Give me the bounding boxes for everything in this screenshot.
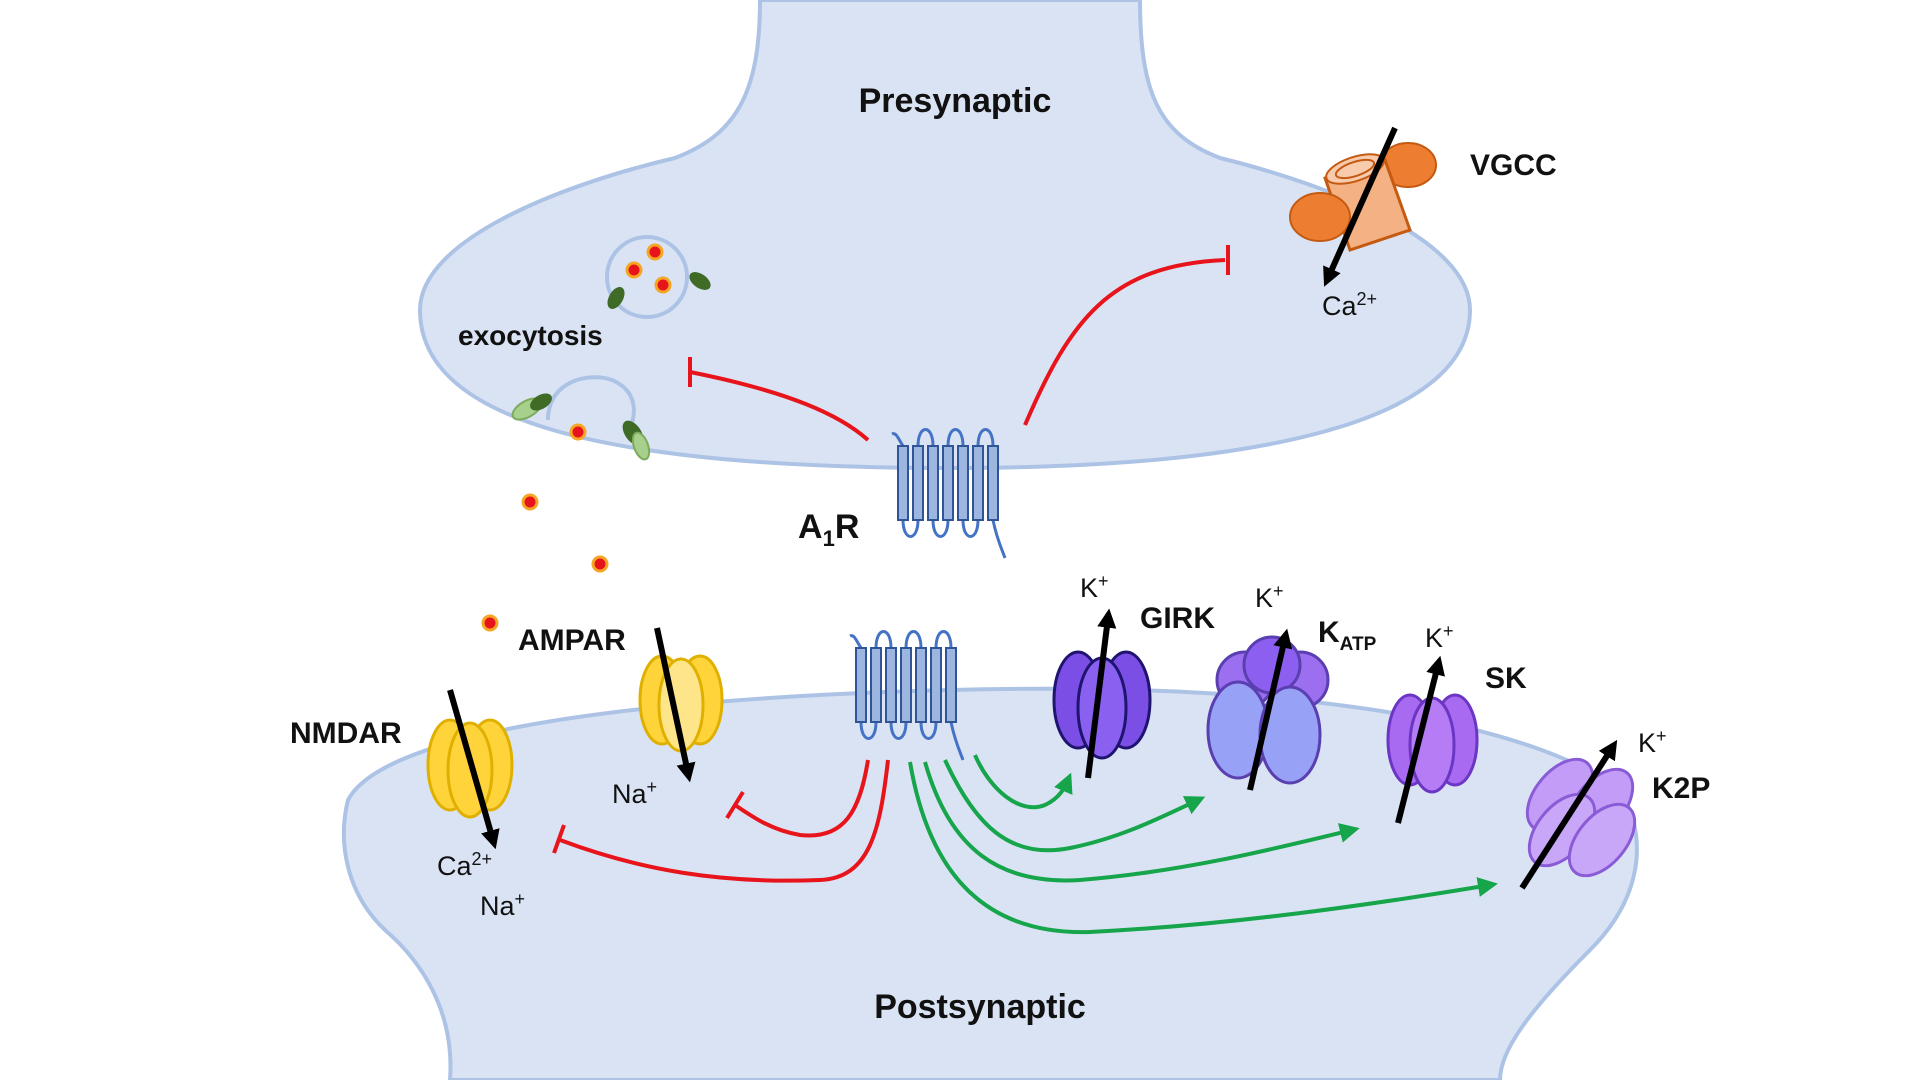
transmembrane-helix: [912, 445, 924, 521]
k2p-channel: [1519, 739, 1637, 890]
exocytosis-label: exocytosis: [458, 320, 603, 351]
transmembrane-helix: [900, 647, 912, 723]
neurotransmitter-molecule: [654, 276, 672, 294]
ampar-channel: [638, 627, 724, 783]
nmdar-label: NMDAR: [290, 717, 402, 750]
neurotransmitter-molecule: [521, 493, 539, 511]
activate-sk-arrow: [923, 761, 1360, 883]
inhibit-ampar-arrow: [733, 759, 870, 838]
transmembrane-helix: [945, 647, 957, 723]
vgcc-flux-arrow: [1323, 126, 1398, 287]
ampar-label: AMPAR: [518, 624, 626, 657]
neurotransmitter-molecule: [646, 243, 664, 261]
activate-k2p-arrow: [908, 761, 1498, 935]
inhibit-vgcc-arrow: [1023, 258, 1226, 426]
sk-k-ion: K+: [1425, 621, 1454, 653]
girk-k-ion: K+: [1080, 571, 1109, 603]
neurotransmitter-molecule: [625, 261, 643, 279]
transmembrane-helix: [930, 647, 942, 723]
sk-channel: [1386, 655, 1479, 824]
nmdar-flux-arrow: [447, 689, 500, 850]
ampar-na-ion: Na+: [612, 777, 657, 809]
presynaptic-title: Presynaptic: [859, 82, 1052, 120]
sk-label: SK: [1485, 662, 1527, 695]
vgcc-ca-ion: Ca2+: [1322, 289, 1377, 321]
k2p-k-ion: K+: [1638, 726, 1667, 758]
katp-k-ion: K+: [1255, 581, 1284, 613]
k2p-flux-arrow: [1519, 739, 1618, 890]
katp-channel: [1206, 628, 1330, 791]
transmembrane-helix: [915, 647, 927, 723]
vesicle-protein: [689, 272, 711, 290]
activate-katp-arrow: [943, 759, 1206, 853]
synaptic-vesicle: [605, 235, 711, 319]
inhibit-exocytosis-arrow: [689, 370, 870, 442]
transmembrane-helix: [897, 445, 909, 521]
receptor-loops: [849, 630, 965, 761]
sk-flux-arrow: [1395, 655, 1445, 824]
nmdar-na-ion: Na+: [480, 889, 525, 921]
postsynaptic-title: Postsynaptic: [874, 988, 1086, 1026]
a1r-label: A1R: [798, 508, 859, 551]
inhibit-ampar-bar: [725, 790, 745, 820]
activate-girk-arrow: [973, 754, 1073, 810]
vesicle-protein: [607, 287, 625, 309]
vgcc-label: VGCC: [1470, 149, 1557, 182]
vgcc-channel: [1289, 126, 1437, 287]
fusing-vesicle: [511, 375, 651, 461]
transmembrane-helix: [942, 445, 954, 521]
transmembrane-helix: [855, 647, 867, 723]
a1r-postsynaptic-receptor: [849, 630, 965, 761]
transmembrane-helix: [987, 445, 999, 521]
girk-flux-arrow: [1085, 608, 1117, 779]
a1r-presynaptic-receptor: [891, 428, 1007, 559]
transmembrane-helix: [957, 445, 969, 521]
neurotransmitter-molecule: [481, 614, 499, 632]
girk-label: GIRK: [1140, 602, 1215, 635]
katp-label: KATP: [1318, 616, 1377, 655]
transmembrane-helix: [927, 445, 939, 521]
inhibit-nmdar-arrow: [559, 759, 890, 883]
inhibit-nmdar-bar: [552, 824, 566, 854]
girk-channel: [1052, 608, 1152, 779]
receptor-loops: [891, 428, 1007, 559]
vesicle-protein: [530, 393, 552, 411]
ampar-flux-arrow: [654, 627, 696, 783]
katp-flux-arrow: [1247, 628, 1293, 791]
neurotransmitter-molecule: [591, 555, 609, 573]
transmembrane-helix: [885, 647, 897, 723]
vesicle-protein: [631, 431, 651, 461]
transmembrane-helix: [870, 647, 882, 723]
nmdar-ca-ion: Ca2+: [437, 849, 492, 881]
nmdar-channel: [426, 689, 514, 850]
transmembrane-helix: [972, 445, 984, 521]
k2p-label: K2P: [1652, 772, 1710, 805]
neurotransmitter-molecule: [569, 423, 587, 441]
